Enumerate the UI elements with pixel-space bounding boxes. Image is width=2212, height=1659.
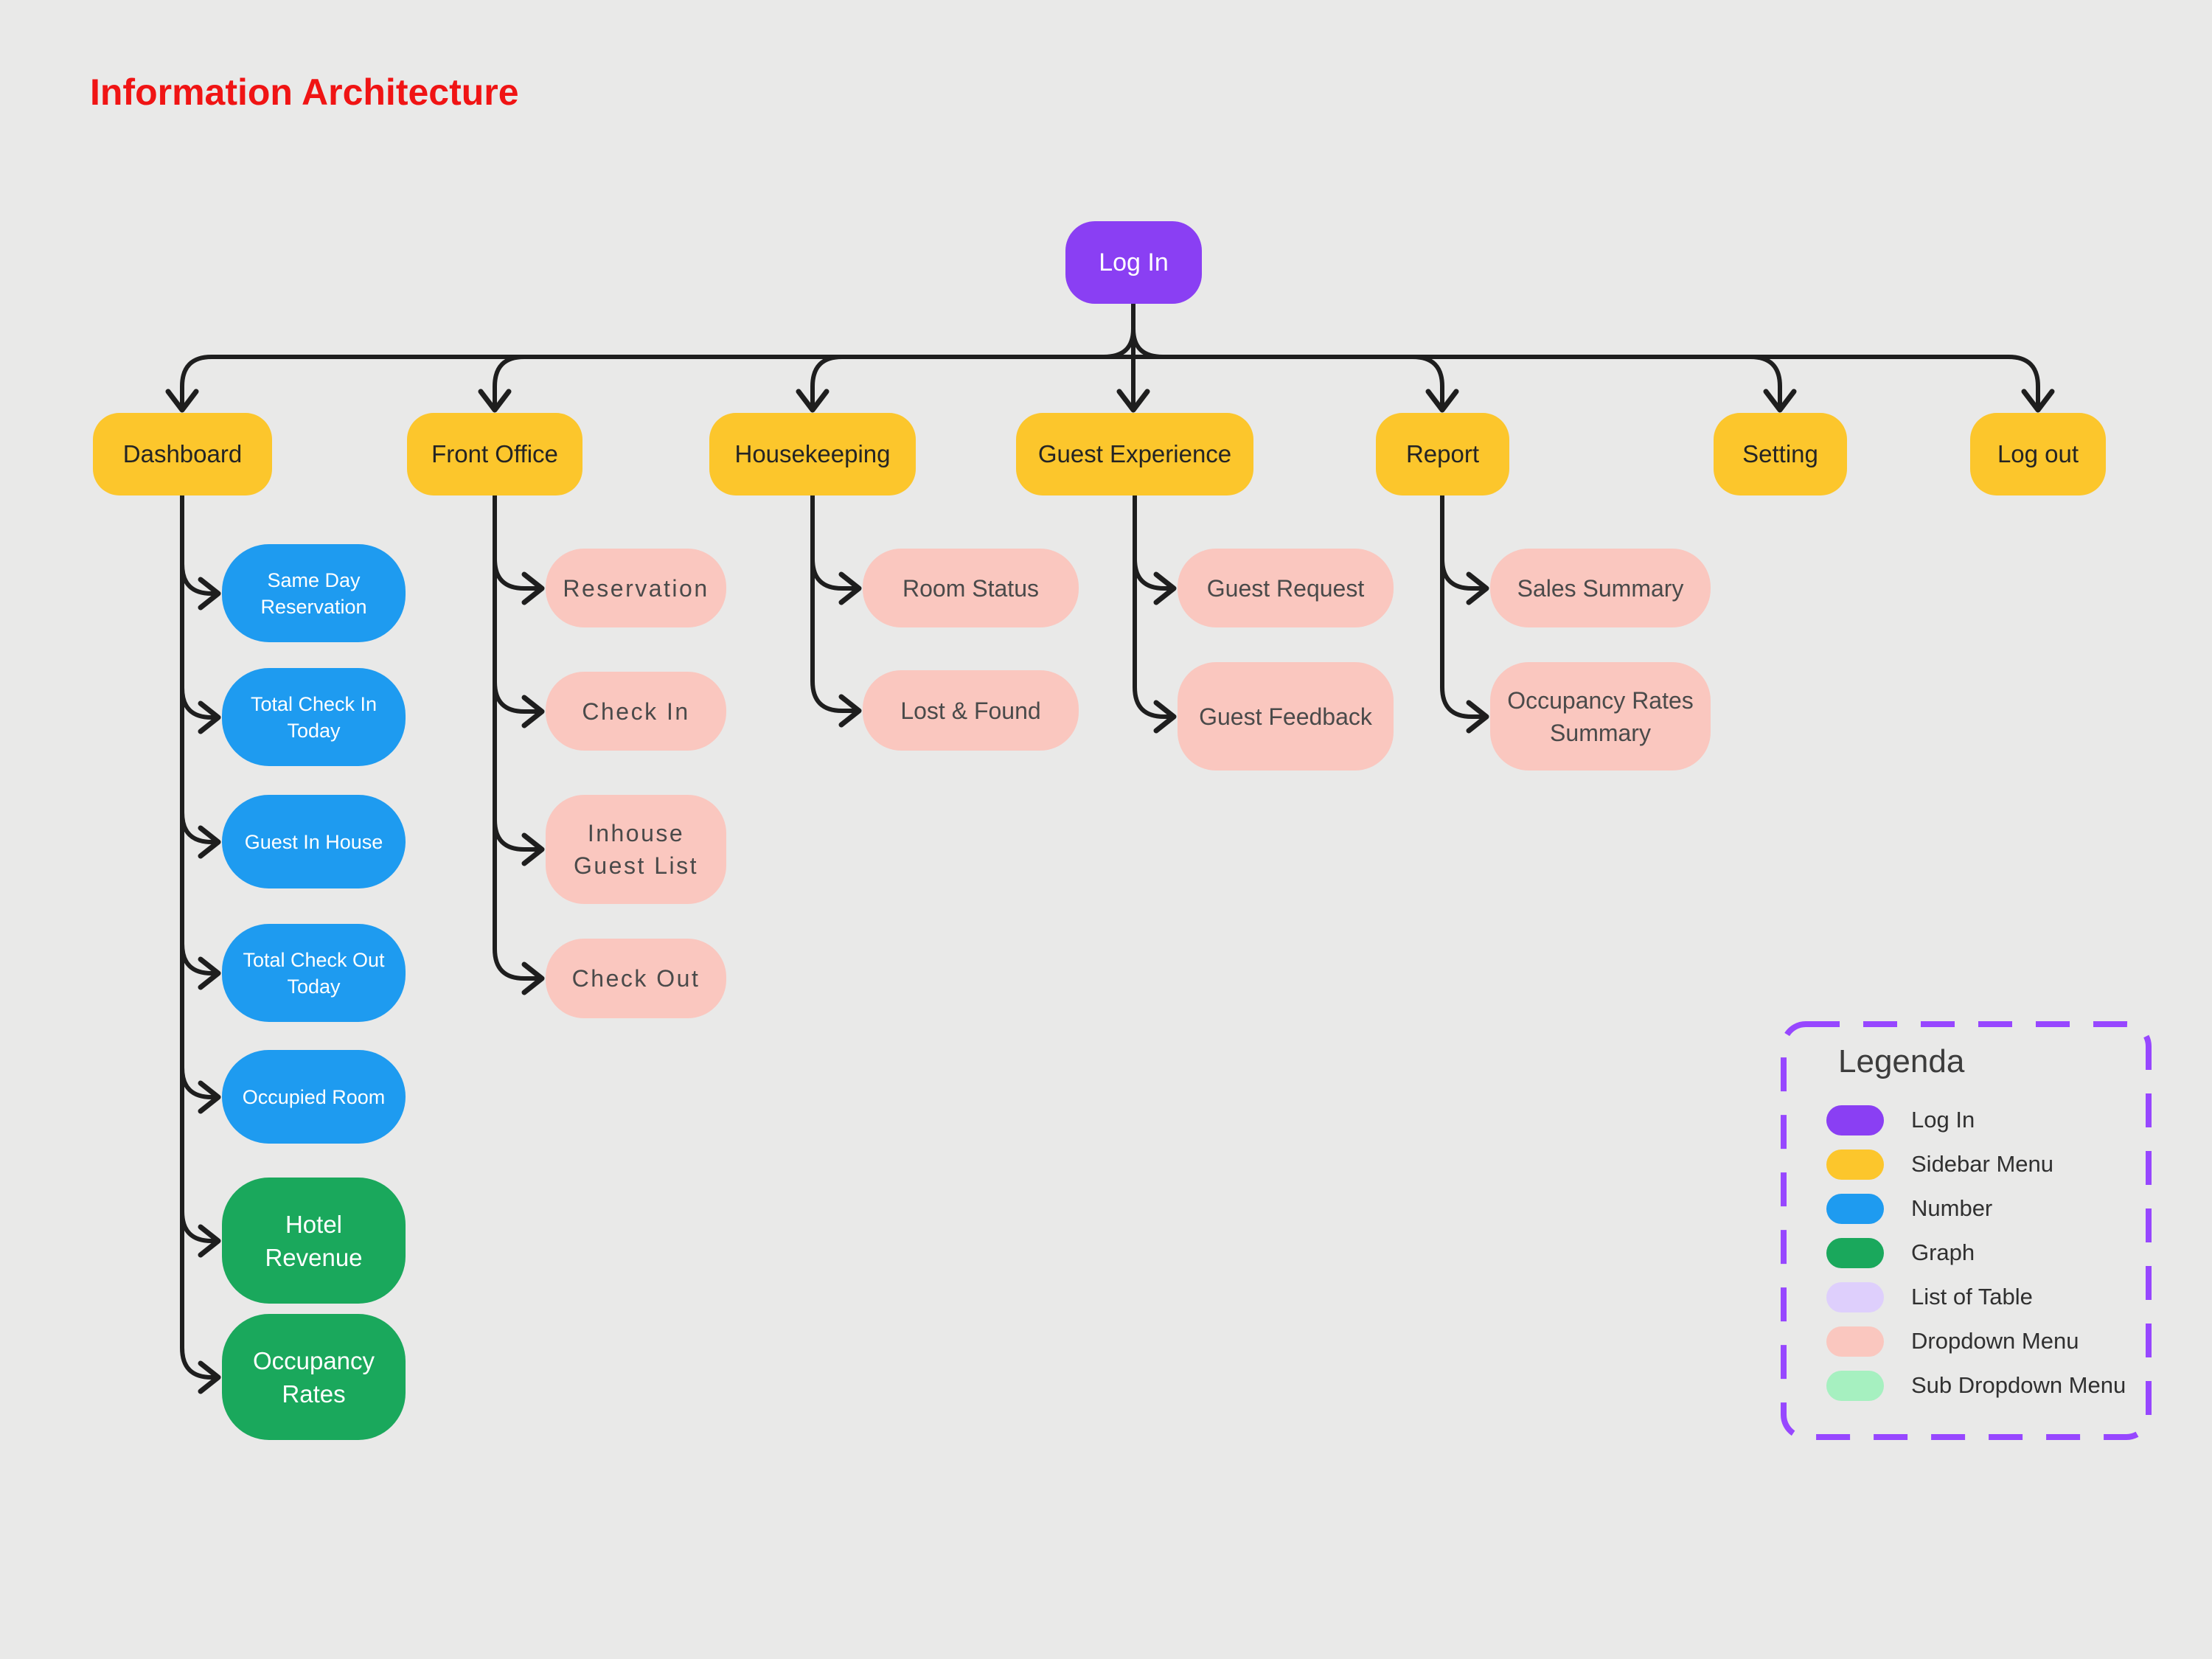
legend-row-list-of-table: List of Table [1784, 1275, 2149, 1319]
node-housekeeping: Housekeeping [709, 413, 916, 495]
legend-swatch-sub-dropdown-menu [1826, 1370, 1884, 1401]
legend-border [1781, 1021, 2152, 1440]
legend: Legenda Log In Sidebar Menu Number Graph… [1784, 1024, 2149, 1437]
legend-label-sidebar-menu: Sidebar Menu [1911, 1151, 2054, 1177]
node-room-status: Room Status [863, 549, 1079, 627]
legend-label-graph: Graph [1911, 1239, 1975, 1265]
node-total-check-in-today: Total Check In Today [222, 668, 406, 766]
node-report: Report [1376, 413, 1509, 495]
legend-label-list-of-table: List of Table [1911, 1284, 2033, 1310]
legend-row-graph: Graph [1784, 1231, 2149, 1275]
legend-swatch-sidebar-menu [1826, 1149, 1884, 1180]
node-check-out: Check Out [546, 939, 726, 1018]
legend-swatch-log-in [1826, 1105, 1884, 1135]
node-occupied-room: Occupied Room [222, 1050, 406, 1144]
legend-row-number: Number [1784, 1186, 2149, 1231]
legend-label-dropdown-menu: Dropdown Menu [1911, 1328, 2079, 1354]
node-check-in: Check In [546, 672, 726, 751]
legend-label-log-in: Log In [1911, 1107, 1975, 1133]
node-guest-request: Guest Request [1178, 549, 1394, 627]
node-guest-experience: Guest Experience [1016, 413, 1253, 495]
legend-swatch-list-of-table [1826, 1281, 1884, 1312]
node-occupancy-rates-summary: Occupancy Rates Summary [1490, 662, 1711, 771]
node-log-out: Log out [1970, 413, 2106, 495]
legend-swatch-graph [1826, 1237, 1884, 1268]
node-guest-feedback: Guest Feedback [1178, 662, 1394, 771]
page-title: Information Architecture [90, 72, 519, 113]
node-occupancy-rates: Occupancy Rates [222, 1314, 406, 1440]
node-dashboard: Dashboard [93, 413, 272, 495]
node-same-day-reservation: Same Day Reservation [222, 544, 406, 642]
node-sales-summary: Sales Summary [1490, 549, 1711, 627]
node-reservation: Reservation [546, 549, 726, 627]
legend-swatch-number [1826, 1193, 1884, 1224]
legend-label-number: Number [1911, 1195, 1993, 1221]
legend-row-sidebar-menu: Sidebar Menu [1784, 1142, 2149, 1186]
node-log-in: Log In [1065, 221, 1202, 304]
node-front-office: Front Office [407, 413, 582, 495]
legend-row-log-in: Log In [1784, 1098, 2149, 1142]
legend-swatch-dropdown-menu [1826, 1326, 1884, 1357]
node-inhouse-guest-list: Inhouse Guest List [546, 795, 726, 904]
node-setting: Setting [1714, 413, 1847, 495]
node-hotel-revenue: Hotel Revenue [222, 1178, 406, 1304]
legend-row-dropdown-menu: Dropdown Menu [1784, 1319, 2149, 1363]
legend-title: Legenda [1838, 1043, 1965, 1079]
legend-rows: Log In Sidebar Menu Number Graph List of… [1784, 1098, 2149, 1408]
node-guest-in-house: Guest In House [222, 795, 406, 888]
legend-label-sub-dropdown-menu: Sub Dropdown Menu [1911, 1372, 2126, 1398]
node-total-check-out-today: Total Check Out Today [222, 924, 406, 1022]
node-lost-and-found: Lost & Found [863, 670, 1079, 751]
legend-row-sub-dropdown-menu: Sub Dropdown Menu [1784, 1363, 2149, 1408]
